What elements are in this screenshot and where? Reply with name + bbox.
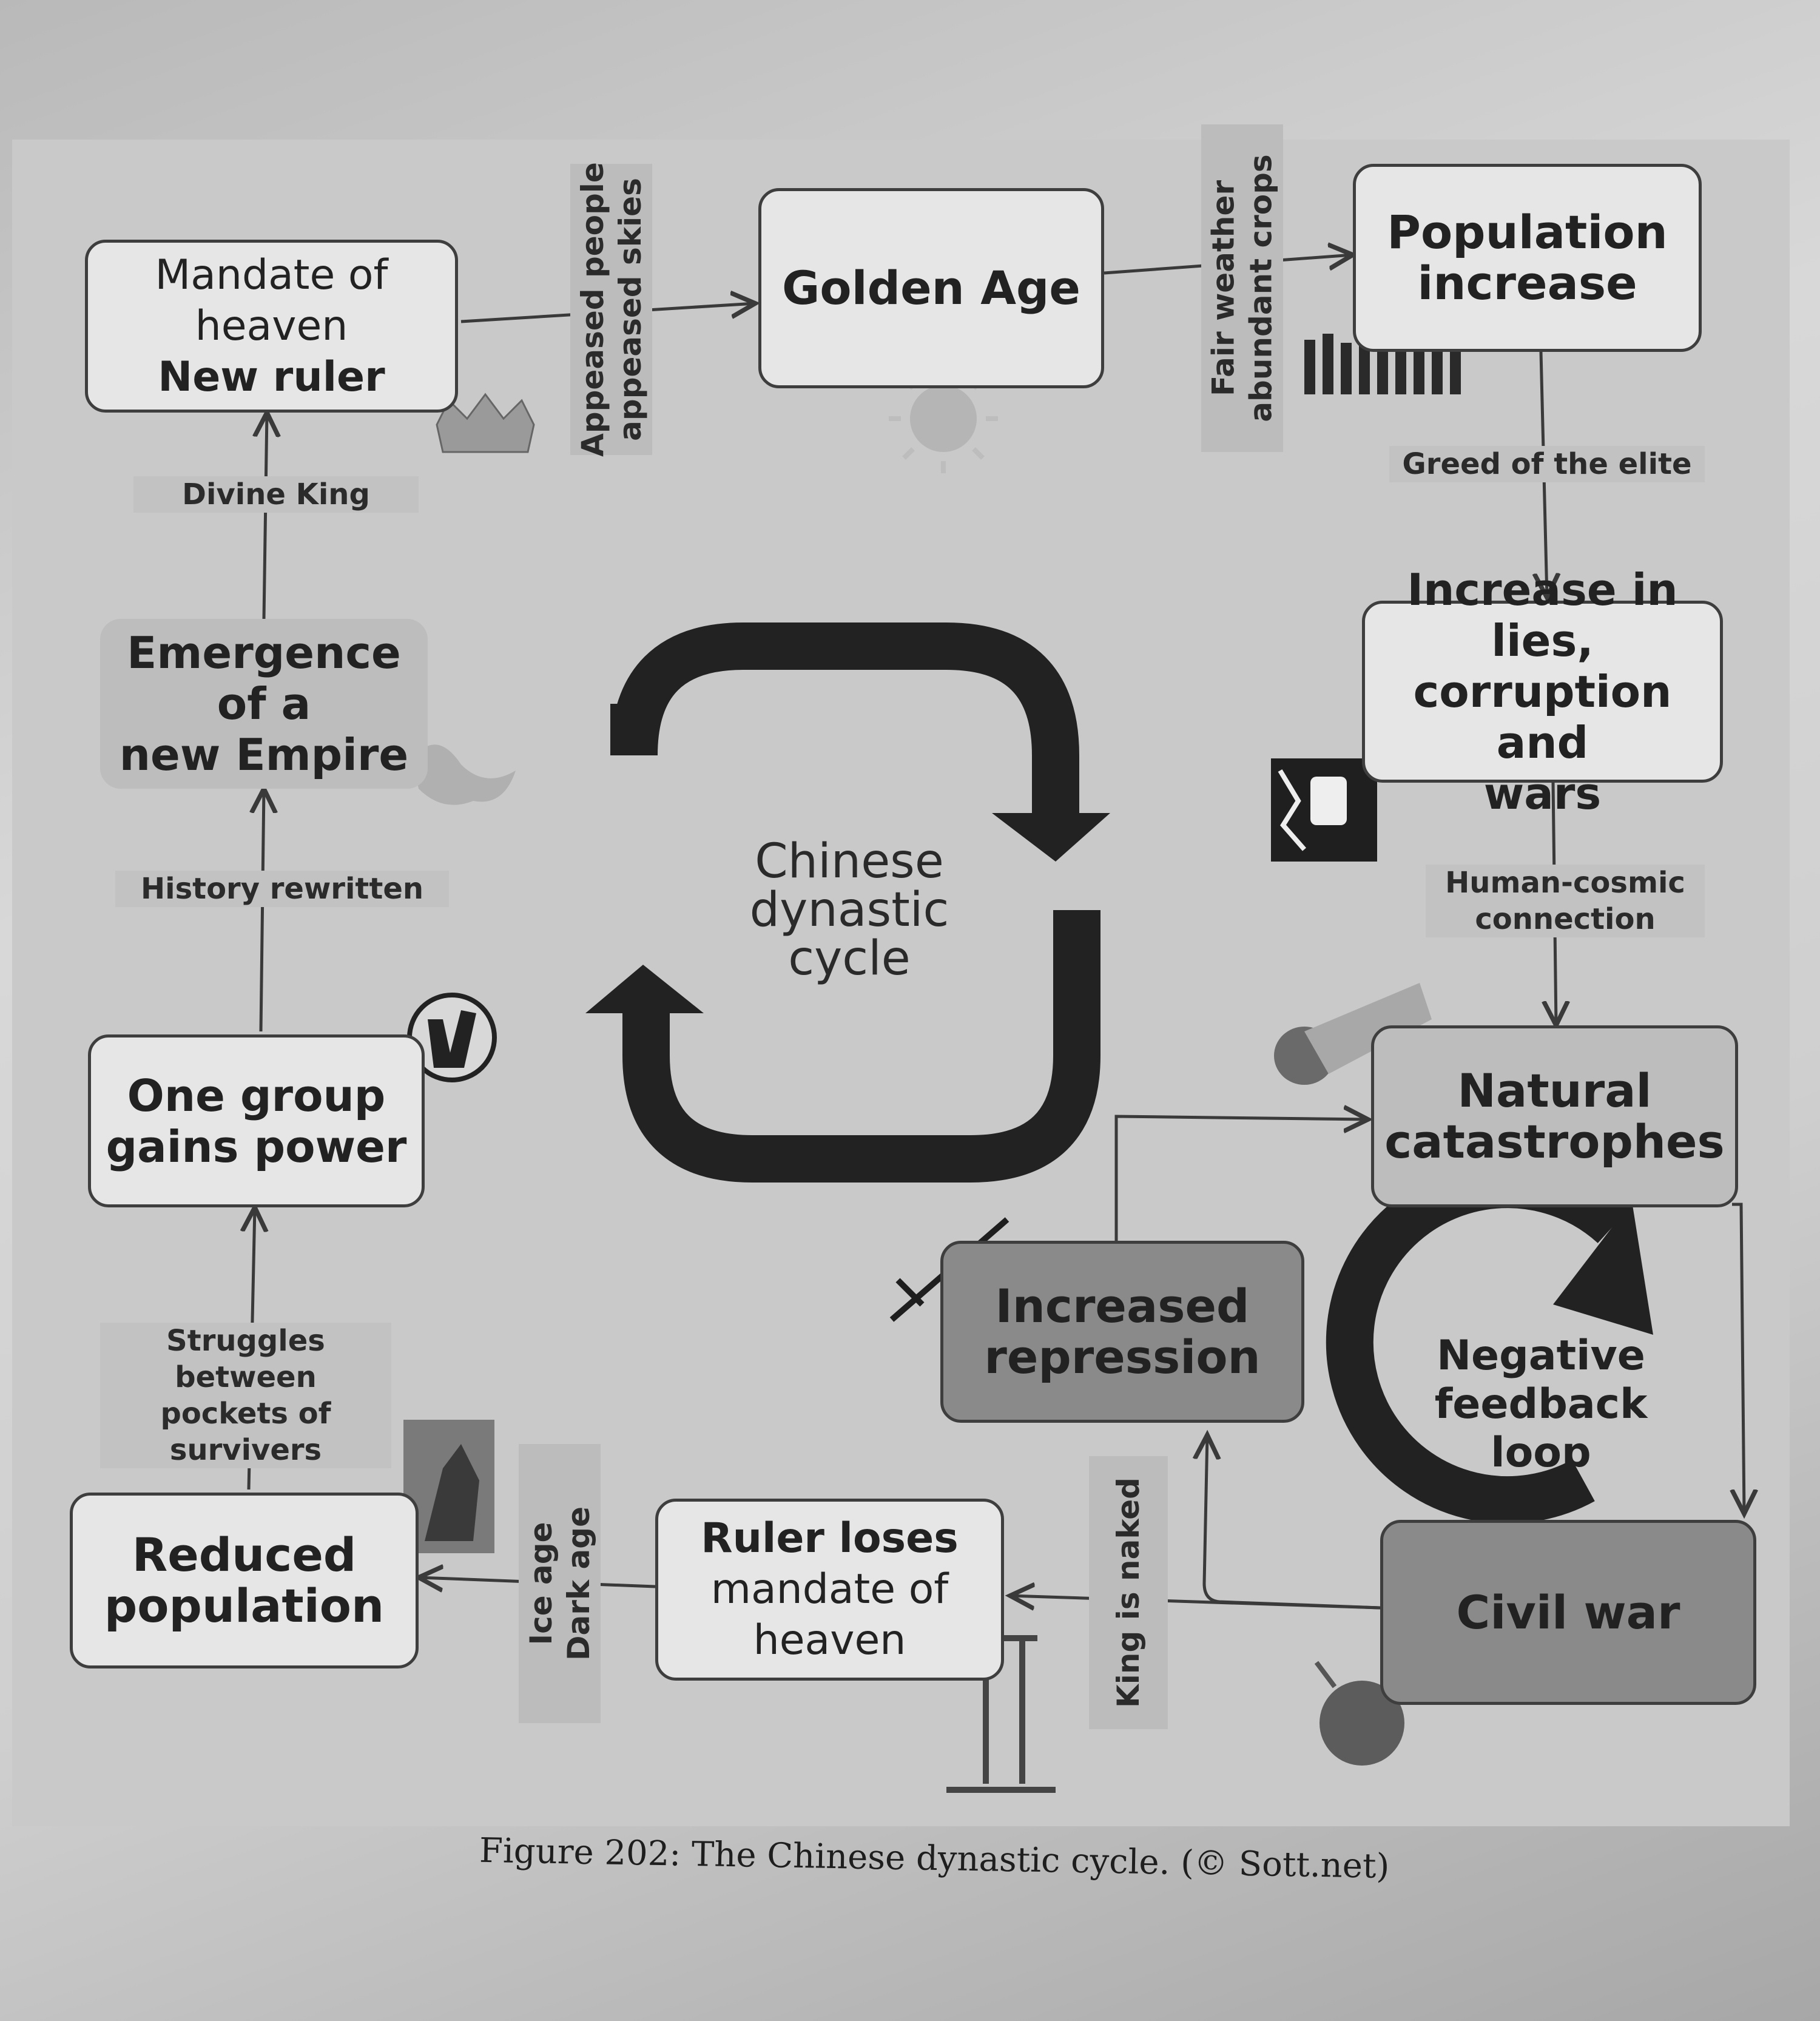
node-emergence-line1: Emergence of a <box>127 627 401 729</box>
history-text: History rewritten <box>140 872 424 906</box>
center-title-text: Chinese dynastic cycle <box>749 834 949 986</box>
node-population-increase: Population increase <box>1353 164 1702 352</box>
central-cycle-arrow-left <box>622 910 1100 1183</box>
node-ruler-line2: mandate of <box>710 1565 949 1613</box>
edge-label-struggles: Struggles between pockets of survivers <box>100 1323 391 1468</box>
node-onegroup-line2: gains power <box>106 1121 407 1172</box>
node-civil-war-label: Civil war <box>1456 1585 1680 1639</box>
crown-icon <box>436 393 535 453</box>
node-reduced-line1: Reduced <box>132 1528 357 1582</box>
diagram-center-title: Chinese dynastic cycle <box>692 837 1007 983</box>
node-natural-line1: Natural <box>1457 1064 1652 1118</box>
node-repression-line2: repression <box>984 1330 1261 1384</box>
edge-repression-natural <box>1114 1116 1368 1241</box>
edge-label-ice-age: Ice age Dark age <box>519 1444 601 1723</box>
edge-label-king-naked: King is naked <box>1089 1456 1168 1729</box>
node-emergence-line2: new Empire <box>119 729 409 780</box>
central-cycle-arrowhead-right <box>992 813 1110 862</box>
divine-king-text: Divine King <box>182 477 370 511</box>
node-natural-line2: catastrophes <box>1384 1115 1725 1169</box>
warrior-statue-icon <box>403 1420 494 1553</box>
central-cycle-arrowhead-left <box>585 965 704 1013</box>
node-reduced-line2: population <box>104 1579 385 1633</box>
fairweather-line2: abundant crops <box>1243 154 1279 422</box>
meteor-icon <box>1274 983 1432 1085</box>
dragon-icon <box>413 744 516 805</box>
node-golden-age-label: Golden Age <box>782 261 1080 315</box>
node-mandate-of-heaven: Mandate of heaven New ruler <box>85 240 458 413</box>
struggles-line2: pockets of survivers <box>160 1397 331 1467</box>
appeased-line2: appeased skies <box>612 178 648 441</box>
node-ruler-line1: Ruler loses <box>701 1514 959 1562</box>
edge-label-greed: Greed of the elite <box>1389 446 1705 482</box>
edge-civilwar-ruler <box>1010 1596 1381 1608</box>
edge-label-fair-weather: Fair weather abundant crops <box>1201 124 1283 452</box>
iceage-line2: Dark age <box>561 1506 596 1661</box>
fairweather-line1: Fair weather <box>1205 180 1241 397</box>
node-emergence-of-new-empire: Emergence of a new Empire <box>100 619 428 789</box>
node-increased-repression: Increased repression <box>940 1241 1304 1423</box>
edge-label-divine-king: Divine King <box>133 476 419 513</box>
greed-text: Greed of the elite <box>1402 447 1692 481</box>
king-naked-text: King is naked <box>1111 1477 1146 1708</box>
human-cosmic-line2: connection <box>1475 902 1656 936</box>
node-lies-line1: Increase in lies, <box>1407 564 1678 666</box>
struggles-line1: Struggles between <box>166 1324 325 1394</box>
bomb-icon <box>1314 1661 1404 1766</box>
edge-natural-civilwar <box>1732 1203 1744 1514</box>
victory-hand-icon <box>407 993 497 1082</box>
node-natural-catastrophes: Natural catastrophes <box>1371 1025 1738 1207</box>
feedback-line2: feedback loop <box>1434 1380 1648 1477</box>
node-mandate-line2: heaven <box>195 302 348 350</box>
node-golden-age: Golden Age <box>758 188 1104 388</box>
node-reduced-population: Reduced population <box>70 1493 419 1668</box>
node-increase-in-lies: Increase in lies, corruption and wars <box>1362 564 1723 819</box>
node-one-group-gains-power: One group gains power <box>88 1034 425 1207</box>
appeased-line1: Appeased people <box>575 162 610 457</box>
edge-civilwar-repression <box>1204 1435 1381 1610</box>
negative-feedback-loop-label: Negative feedback loop <box>1383 1332 1699 1477</box>
node-mandate-line1: Mandate of <box>155 251 388 299</box>
node-ruler-line3: heaven <box>753 1616 906 1664</box>
iceage-line1: Ice age <box>523 1522 559 1645</box>
central-cycle-arrow-right <box>610 622 1079 813</box>
raised-fist-icon <box>1271 758 1377 862</box>
edge-label-human-cosmic: Human-cosmic connection <box>1426 865 1705 937</box>
feedback-loop-arrowhead <box>1553 1201 1653 1335</box>
edge-label-appeased: Appeased people appeased skies <box>570 162 652 457</box>
node-lies-line2: corruption and <box>1413 666 1672 768</box>
node-population-line2: increase <box>1417 256 1637 310</box>
edge-label-history: History rewritten <box>115 871 449 907</box>
node-civil-war: Civil war <box>1380 1520 1756 1705</box>
node-mandate-line3: New ruler <box>158 353 385 401</box>
edge-onegroup-emergence <box>261 789 264 1032</box>
node-repression-line1: Increased <box>995 1279 1250 1333</box>
node-lies-line3: wars <box>1483 768 1602 819</box>
human-cosmic-line1: Human-cosmic <box>1445 866 1685 900</box>
node-onegroup-line1: One group <box>127 1070 386 1121</box>
node-population-line1: Population <box>1387 205 1668 259</box>
node-ruler-loses-mandate: Ruler loses mandate of heaven <box>655 1499 1004 1681</box>
edge-emergence-mandate <box>264 413 267 619</box>
feedback-line1: Negative <box>1437 1332 1645 1380</box>
